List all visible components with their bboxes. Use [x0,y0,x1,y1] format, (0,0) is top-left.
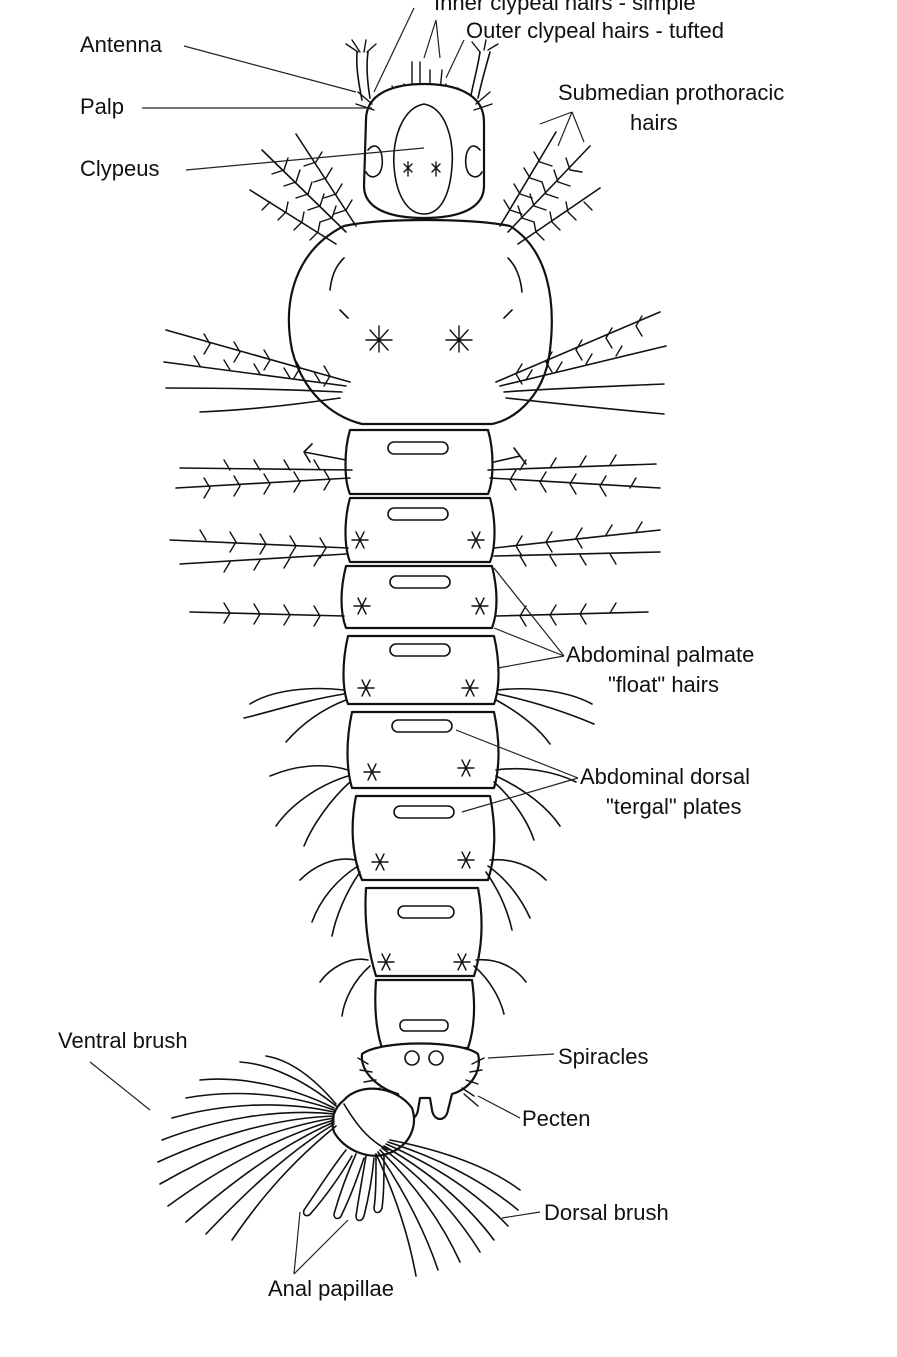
label-tergal-plates: "tergal" plates [606,794,741,819]
label-ventral-brush: Ventral brush [58,1028,188,1053]
tergal-plate-1 [387,441,449,455]
thoracic-lateral-hairs-right [495,311,667,415]
anal-segment [331,1087,416,1157]
dorsal-brush [375,1139,521,1277]
label-outer-clypeal-hairs: Outer clypeal hairs - tufted [466,18,724,43]
larva-thorax [163,131,667,426]
label-submedian-prothoracic: Submedian prothoracic [558,80,784,105]
label-anal-papillae: Anal papillae [268,1276,394,1301]
anal-papilla-1 [302,1149,353,1217]
submedian-prothoracic-hairs-right [499,131,601,245]
label-float-hairs: "float" hairs [608,672,719,697]
label-clypeus: Clypeus [80,156,159,181]
label-submedian-hairs: hairs [630,110,678,135]
abdominal-segment-2 [344,496,496,564]
abdominal-segment-1 [344,428,494,496]
leader-lines [89,7,585,1275]
thoracic-lateral-hairs-left [163,329,351,413]
label-pecten: Pecten [522,1106,591,1131]
abdominal-segment-4 [342,634,500,706]
submedian-prothoracic-hairs-left [249,133,357,245]
label-dorsal-brush: Dorsal brush [544,1200,669,1225]
clypeus-plate [392,103,454,215]
larva-terminal [157,1042,521,1277]
spiracle-left [404,1050,420,1066]
label-inner-clypeal-hairs: Inner clypeal hairs - simple [434,0,696,15]
larva-abdomen [169,428,661,1050]
label-antenna: Antenna [80,32,163,57]
label-abdominal-palmate: Abdominal palmate [566,642,754,667]
label-palp: Palp [80,94,124,119]
abdominal-segment-7 [364,886,483,978]
label-spiracles: Spiracles [558,1044,648,1069]
spiracular-lobe [360,1042,480,1121]
spiracle-right [428,1050,444,1066]
abdominal-segment-3 [340,564,498,630]
labels: Inner clypeal hairs - simple Outer clype… [58,0,784,1301]
abdominal-segment-8 [374,978,476,1050]
ventral-brush [157,1055,337,1241]
abdominal-segment-5 [346,710,500,790]
abdominal-segment-6 [351,794,496,882]
larva-head [345,39,499,220]
label-abdominal-dorsal: Abdominal dorsal [580,764,750,789]
